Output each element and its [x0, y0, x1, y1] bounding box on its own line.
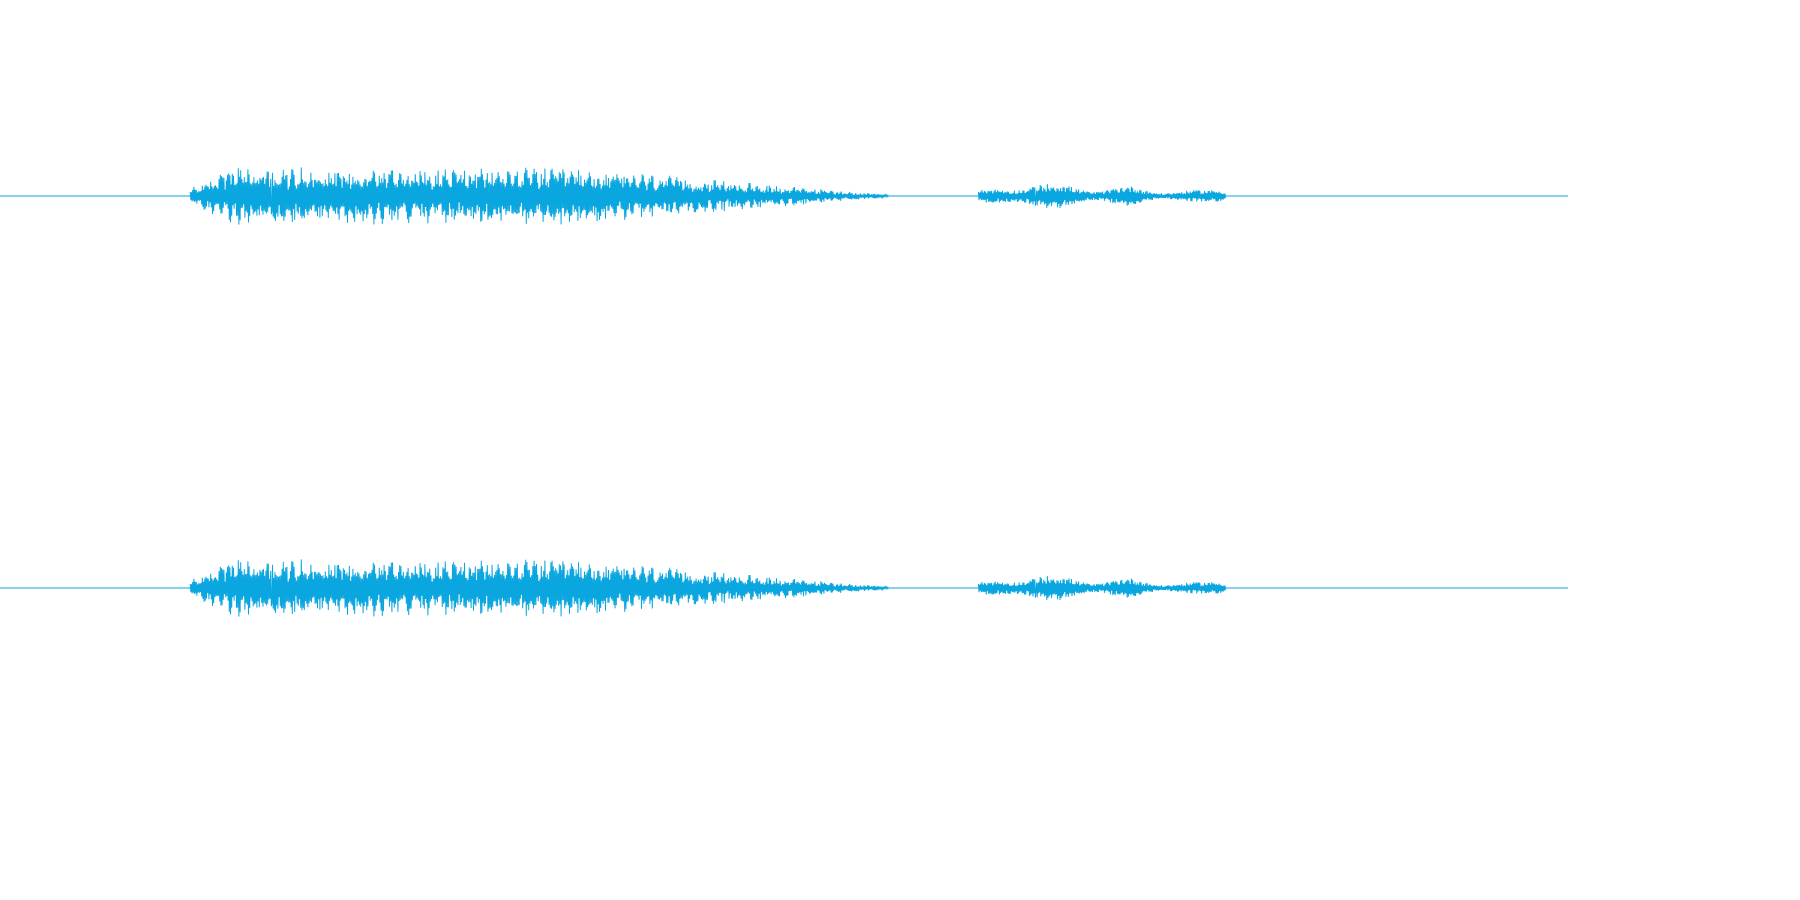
channel-1-waveform[interactable]	[0, 167, 1568, 225]
waveform-view[interactable]	[0, 0, 1568, 784]
channel-2-waveform[interactable]	[0, 559, 1568, 617]
channel-1-wave-path	[189, 167, 1227, 225]
waveform-canvas[interactable]	[0, 0, 1568, 784]
channel-2-wave-path	[189, 559, 1227, 617]
